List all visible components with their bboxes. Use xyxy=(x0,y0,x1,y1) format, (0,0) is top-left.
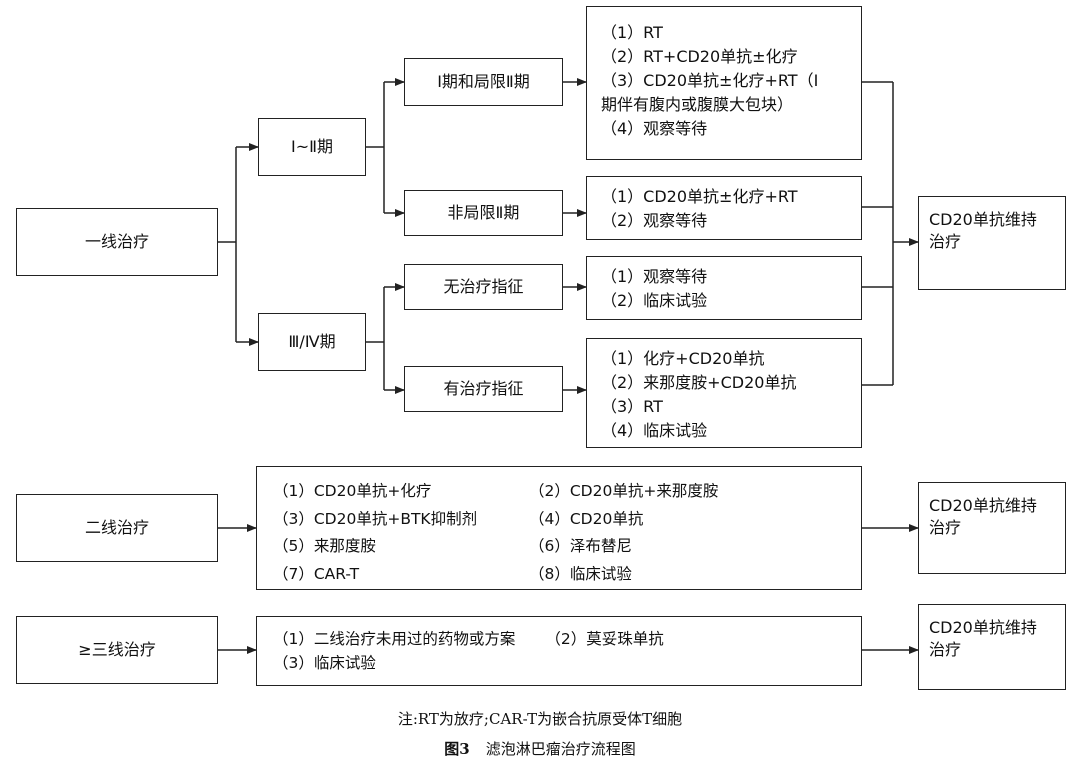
no-indication-node: 无治疗指征 xyxy=(404,264,563,310)
footnote: 注:RT为放疗;CAR-T为嵌合抗原受体T细胞 xyxy=(397,710,683,728)
option-item: （2）观察等待 xyxy=(601,211,708,230)
option-item: （2）莫妥珠单抗 xyxy=(545,630,664,648)
option-item: （4）临床试验 xyxy=(601,421,708,440)
non-localized-options-box: （1）CD20单抗±化疗+RT （2）观察等待 xyxy=(586,176,862,240)
option-item: （5）来那度胺 xyxy=(273,537,376,555)
option-item: （4）CD20单抗 xyxy=(529,509,644,528)
stage-1-2-node: Ⅰ~Ⅱ期 xyxy=(258,118,366,176)
third-line-maintenance-box: CD20单抗维持 治疗 xyxy=(918,604,1066,690)
option-item: （1）RT xyxy=(601,23,663,42)
option-item: （8）临床试验 xyxy=(529,564,632,583)
option-item: （2）CD20单抗+来那度胺 xyxy=(529,482,719,500)
localized-stage-node: Ⅰ期和局限Ⅱ期 xyxy=(404,58,563,106)
option-item: （1）二线治疗未用过的药物或方案 xyxy=(273,630,516,648)
indication-options-box: （1）化疗+CD20单抗 （2）来那度胺+CD20单抗 （3）RT （4）临床试… xyxy=(586,338,862,448)
maintenance-text: 治疗 xyxy=(929,232,962,251)
first-line-maintenance-box: CD20单抗维持 治疗 xyxy=(918,196,1066,290)
figure-title: 滤泡淋巴瘤治疗流程图 xyxy=(485,740,636,758)
option-item: （4）观察等待 xyxy=(601,119,708,138)
option-item: （3）CD20单抗±化疗+RT（Ⅰ xyxy=(601,71,819,90)
second-line-node: 二线治疗 xyxy=(16,494,218,562)
no-indication-options-box: （1）观察等待 （2）临床试验 xyxy=(586,256,862,320)
second-line-maintenance-box: CD20单抗维持 治疗 xyxy=(918,482,1066,574)
stage-1-2-label: Ⅰ~Ⅱ期 xyxy=(290,137,333,156)
third-line-label: ≥三线治疗 xyxy=(78,640,156,659)
option-item: （2）临床试验 xyxy=(601,291,708,310)
option-item: （3）RT xyxy=(601,397,663,416)
option-item: （7）CAR-T xyxy=(273,564,360,583)
localized-options-box: （1）RT （2）RT+CD20单抗±化疗 （3）CD20单抗±化疗+RT（Ⅰ … xyxy=(586,6,862,160)
non-localized-stage-label: 非局限Ⅱ期 xyxy=(447,203,520,222)
option-item: （3）临床试验 xyxy=(273,654,376,672)
option-item: （1）CD20单抗±化疗+RT xyxy=(601,187,798,206)
option-item: （2）RT+CD20单抗±化疗 xyxy=(601,47,798,66)
option-item: （1）观察等待 xyxy=(601,267,708,286)
maintenance-text: 治疗 xyxy=(929,518,962,537)
option-item: （6）泽布替尼 xyxy=(529,537,632,555)
second-line-options-box: （1）CD20单抗+化疗 （2）CD20单抗+来那度胺 （3）CD20单抗+BT… xyxy=(256,466,862,590)
indication-label: 有治疗指征 xyxy=(443,379,524,398)
stage-3-4-node: Ⅲ/Ⅳ期 xyxy=(258,313,366,371)
indication-node: 有治疗指征 xyxy=(404,366,563,412)
no-indication-label: 无治疗指征 xyxy=(443,277,524,296)
localized-stage-label: Ⅰ期和局限Ⅱ期 xyxy=(437,72,530,91)
first-line-label: 一线治疗 xyxy=(84,232,149,251)
figure-number: 图3 xyxy=(444,740,470,758)
figure-caption: 图3 滤泡淋巴瘤治疗流程图 xyxy=(0,738,1080,759)
first-line-node: 一线治疗 xyxy=(16,208,218,276)
maintenance-text: 治疗 xyxy=(929,640,962,659)
stage-3-4-label: Ⅲ/Ⅳ期 xyxy=(288,332,336,351)
second-line-label: 二线治疗 xyxy=(84,518,149,537)
maintenance-text: CD20单抗维持 xyxy=(929,496,1037,515)
option-item: 期伴有腹内或腹膜大包块） xyxy=(601,95,794,114)
option-item: （1）CD20单抗+化疗 xyxy=(273,482,432,500)
option-item: （2）来那度胺+CD20单抗 xyxy=(601,373,797,392)
third-line-node: ≥三线治疗 xyxy=(16,616,218,684)
maintenance-text: CD20单抗维持 xyxy=(929,618,1037,637)
maintenance-text: CD20单抗维持 xyxy=(929,210,1037,229)
option-item: （3）CD20单抗+BTK抑制剂 xyxy=(273,509,478,528)
option-item: （1）化疗+CD20单抗 xyxy=(601,349,765,368)
third-line-options-box: （1）二线治疗未用过的药物或方案 （2）莫妥珠单抗 （3）临床试验 xyxy=(256,616,862,686)
non-localized-stage-node: 非局限Ⅱ期 xyxy=(404,190,563,236)
